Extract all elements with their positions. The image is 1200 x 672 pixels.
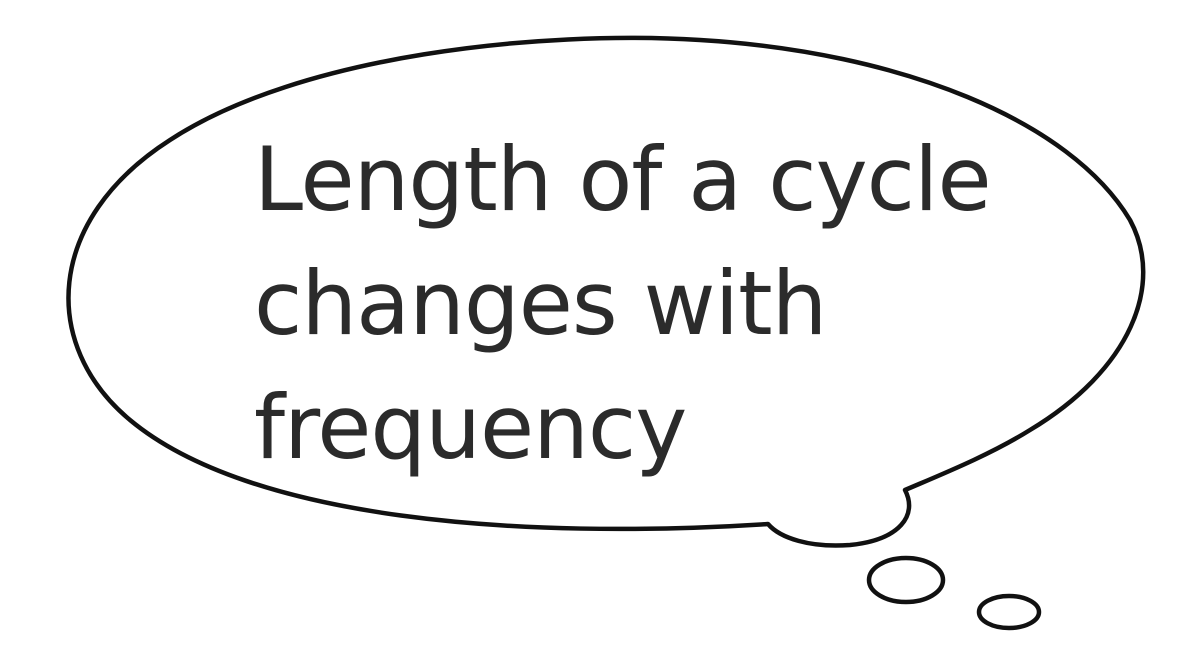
thought-dot-small	[976, 593, 1042, 631]
thought-line-2: changes with	[254, 252, 827, 355]
thought-bubble-outline	[66, 35, 1146, 548]
thought-bubble-text: Length of a cycle changes with frequency	[254, 118, 1034, 490]
thought-line-1: Length of a cycle	[254, 128, 992, 231]
thought-dot-large	[866, 555, 946, 605]
thought-line-3: frequency	[254, 376, 687, 479]
